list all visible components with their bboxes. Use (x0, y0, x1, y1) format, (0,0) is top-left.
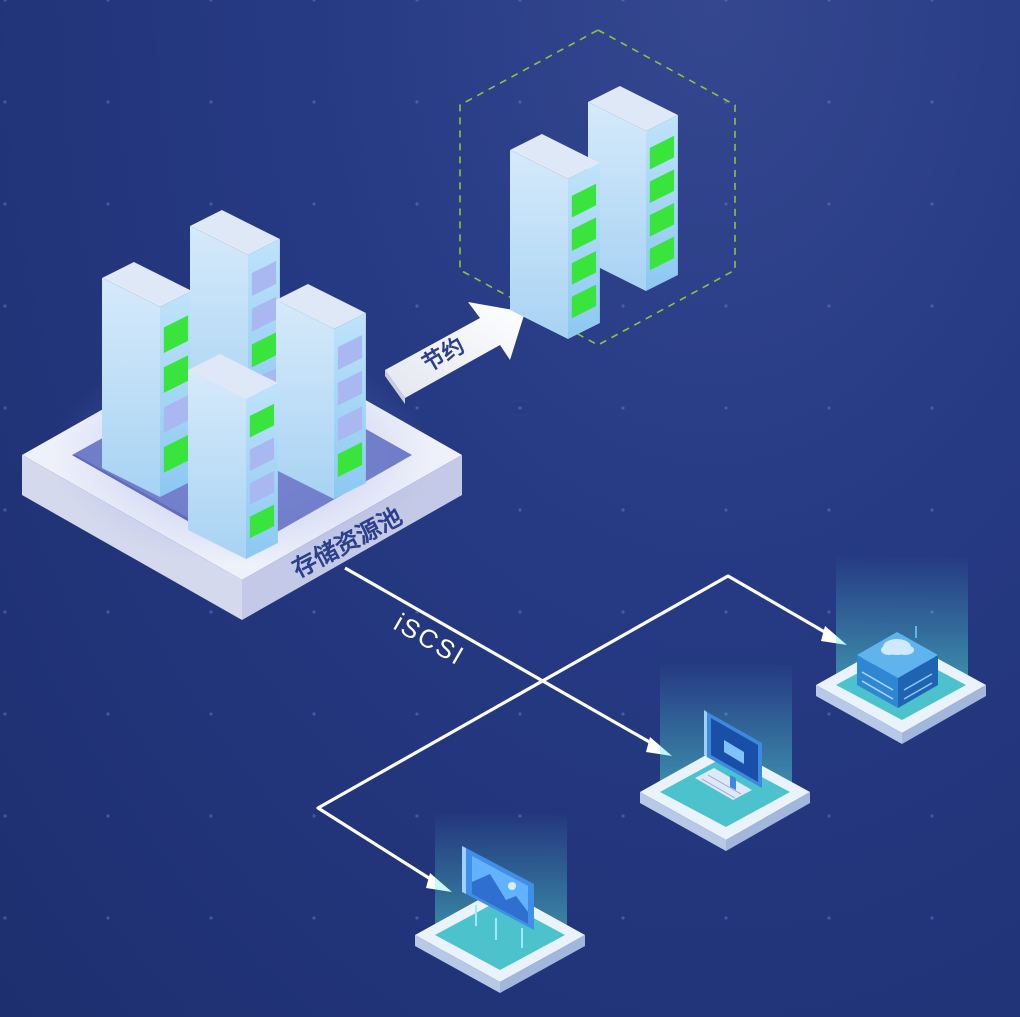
server-icon (188, 354, 278, 559)
server-icon (276, 284, 366, 499)
cloud-icon (857, 626, 938, 708)
link-pool-to-monitor (344, 566, 661, 750)
cloud-storage-device (816, 555, 986, 744)
monitor-icon (695, 710, 762, 800)
save-arrow: 节约 (385, 302, 525, 404)
server-icon (588, 86, 678, 291)
image-icon (462, 846, 534, 948)
link-image-to-cloud (316, 574, 836, 887)
background-dot-grid (3, 0, 934, 920)
dashed-hexagon-outline (459, 29, 736, 346)
consolidated-server-pair (459, 29, 736, 346)
connection-lines (316, 566, 836, 887)
image-display-client (415, 812, 585, 993)
server-icon (510, 134, 600, 339)
server-icon (102, 262, 192, 497)
video-monitor-client (640, 662, 810, 851)
